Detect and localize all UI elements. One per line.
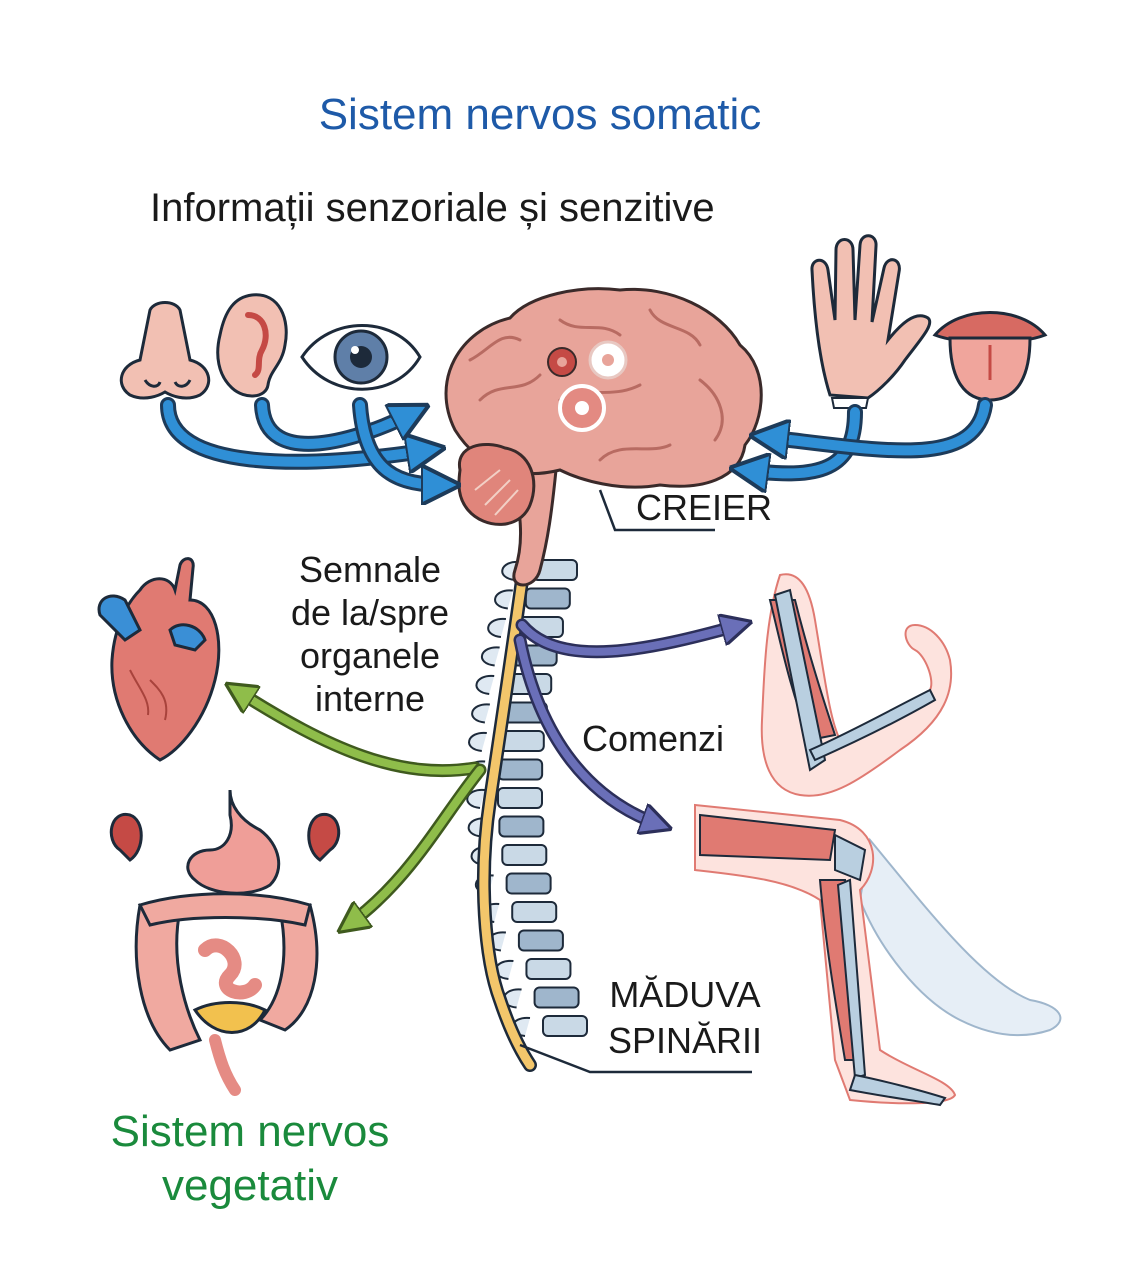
vertebra-process [471,703,490,724]
vertebra [498,815,545,838]
vertebra [497,758,544,781]
vertebra [517,929,564,952]
vertebra-process [466,788,486,809]
motor-command-arrows [513,625,740,825]
eye-icon [300,324,422,391]
digestive-organs-icon [109,789,341,1096]
brain-icon [444,287,763,526]
heart-icon [97,557,221,762]
ear-icon [216,293,288,398]
autonomic-arrows [236,690,487,925]
arm-icon [760,573,953,797]
vertebra-process [481,646,500,667]
nose-icon [119,301,211,400]
leg-icon [694,803,1062,1107]
sensory-info-label: Informații senzoriale și senzitive [150,186,715,230]
vertebra-process [475,674,495,695]
somatic-system-title: Sistem nervos somatic [318,90,762,139]
gears-icon [547,340,628,432]
hand-icon [810,234,932,409]
vertebra-process [487,617,507,638]
vertebra-process [468,731,487,752]
vertebra [542,1015,588,1037]
vertebra [525,958,572,980]
vertebra [501,844,548,866]
commands-label: Comenzi [582,718,725,759]
spinal-cord-label: MĂDUVA SPINĂRII [607,974,763,1061]
internal-organ-signals-label: Semnale de la/spre organele interne [290,549,450,719]
leader-lines [519,489,752,1074]
vertebra [505,872,552,895]
vertebra-process [494,589,513,610]
vertebra [533,986,580,1009]
vertebra [511,901,558,923]
sensory-arrows [160,397,993,485]
vegetative-system-title: Sistem nervos vegetativ [110,1107,390,1210]
vertebra [524,587,571,610]
vertebra [497,787,543,809]
brain-label: CREIER [636,487,773,528]
tongue-icon [932,311,1048,402]
